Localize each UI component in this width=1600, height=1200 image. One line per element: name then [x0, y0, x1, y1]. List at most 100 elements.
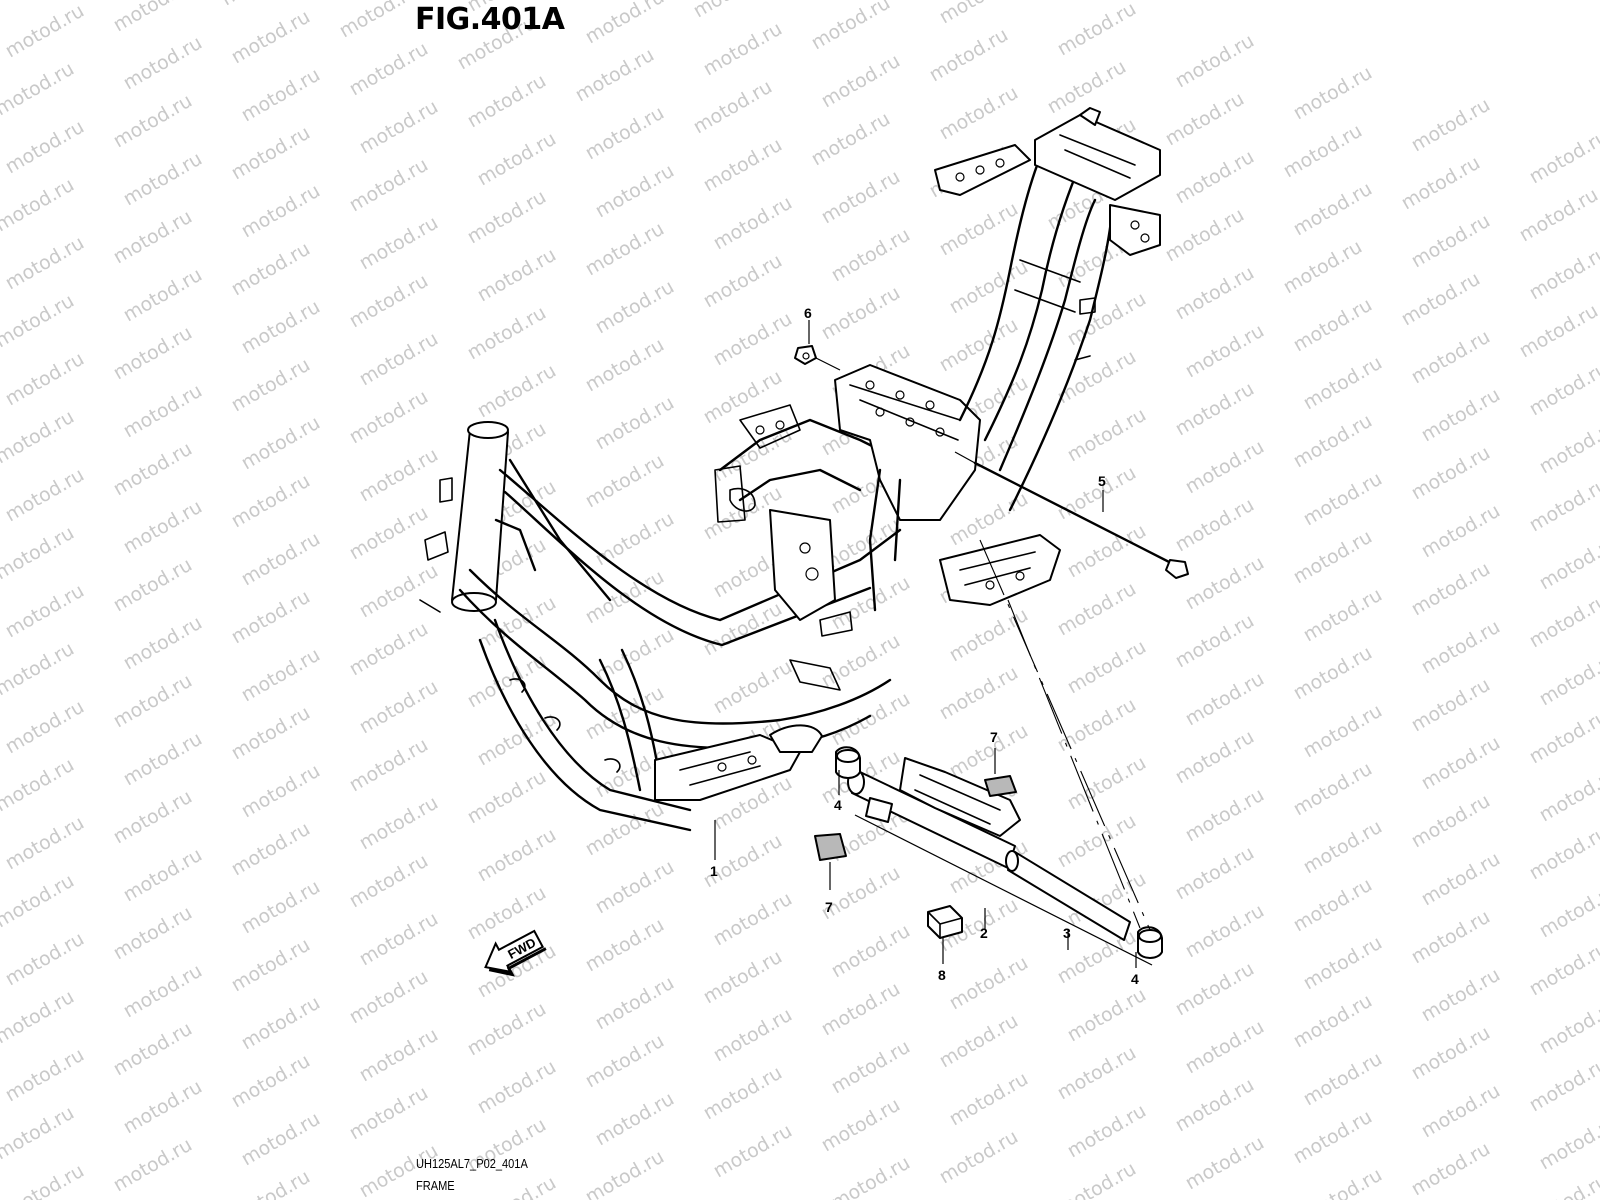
watermark-text: motod.ru — [120, 612, 206, 675]
watermark-text: motod.ru — [346, 966, 432, 1029]
watermark-text: motod.ru — [0, 870, 78, 933]
watermark-text: motod.ru — [582, 682, 668, 745]
callout-3: 3 — [1063, 925, 1071, 941]
watermark-text: motod.ru — [2, 464, 88, 527]
watermark-text: motod.ru — [1054, 578, 1140, 641]
watermark-text: motod.ru — [1290, 990, 1376, 1053]
watermark-text: motod.ru — [464, 302, 550, 365]
watermark-text: motod.ru — [1290, 758, 1376, 821]
watermark-text: motod.ru — [1054, 810, 1140, 873]
watermark-text: motod.ru — [228, 586, 314, 649]
watermark-text: motod.ru — [2, 0, 88, 62]
watermark-text: motod.ru — [346, 850, 432, 913]
watermark-text: motod.ru — [2, 928, 88, 991]
watermark-text: motod.ru — [592, 160, 678, 223]
watermark-text: motod.ru — [828, 224, 914, 287]
watermark-text: motod.ru — [1064, 636, 1150, 699]
watermark-text: motod.ru — [228, 354, 314, 417]
watermark-text: motod.ru — [0, 406, 78, 469]
watermark-text: motod.ru — [582, 914, 668, 977]
watermark-text: motod.ru — [228, 1166, 314, 1200]
watermark-text: motod.ru — [1526, 938, 1600, 1001]
watermark-text: motod.ru — [1516, 300, 1600, 363]
watermark-text: motod.ru — [946, 1068, 1032, 1131]
watermark-text: motod.ru — [1172, 262, 1258, 325]
watermark-text: motod.ru — [690, 0, 776, 22]
watermark-text: motod.ru — [1418, 1080, 1504, 1143]
watermark-text: motod.ru — [828, 1036, 914, 1099]
watermark-text: motod.ru — [936, 1126, 1022, 1189]
watermark-text: motod.ru — [110, 206, 196, 269]
watermark-text: motod.ru — [828, 920, 914, 983]
watermark-text: motod.ru — [2, 696, 88, 759]
main-frame-drawing — [419, 107, 1161, 832]
watermark-text: motod.ru — [228, 1050, 314, 1113]
watermark-text: motod.ru — [936, 0, 1022, 28]
watermark-text: motod.ru — [238, 296, 324, 359]
watermark-text: motod.ru — [582, 102, 668, 165]
watermark-text: motod.ru — [110, 322, 196, 385]
watermark-text: motod.ru — [110, 1018, 196, 1081]
watermark-text: motod.ru — [710, 1120, 796, 1183]
watermark-text: motod.ru — [700, 830, 786, 893]
watermark-text: motod.ru — [1526, 358, 1600, 421]
watermark-text: motod.ru — [228, 702, 314, 765]
watermark-text: motod.ru — [120, 728, 206, 791]
watermark-text: motod.ru — [346, 734, 432, 797]
watermark-text: motod.ru — [1526, 474, 1600, 537]
watermark-text: motod.ru — [120, 1076, 206, 1139]
watermark-text: motod.ru — [120, 380, 206, 443]
callout-1: 1 — [710, 863, 718, 879]
watermark-text: motod.ru — [1408, 210, 1494, 273]
callout-7-lower: 7 — [825, 899, 833, 915]
watermark-text: motod.ru — [1290, 178, 1376, 241]
watermark-text: motod.ru — [2, 1160, 88, 1200]
watermark-text: motod.ru — [1398, 268, 1484, 331]
watermark-text: motod.ru — [818, 166, 904, 229]
watermark-text: motod.ru — [1408, 94, 1494, 157]
watermark-text: motod.ru — [828, 1152, 914, 1200]
watermark-text: motod.ru — [926, 24, 1012, 87]
watermark-text: motod.ru — [936, 662, 1022, 725]
watermark-text: motod.ru — [1172, 30, 1258, 93]
watermark-text: motod.ru — [1182, 552, 1268, 615]
watermark-text: motod.ru — [818, 1094, 904, 1157]
watermark-text: motod.ru — [1162, 88, 1248, 151]
watermark-text: motod.ru — [1398, 152, 1484, 215]
watermark-text: motod.ru — [1408, 326, 1494, 389]
watermark-text: motod.ru — [946, 256, 1032, 319]
watermark-text: motod.ru — [238, 64, 324, 127]
watermark-text: motod.ru — [1064, 1100, 1150, 1163]
watermark-text: motod.ru — [464, 766, 550, 829]
watermark-text: motod.ru — [110, 0, 196, 36]
watermark-text: motod.ru — [1064, 288, 1150, 351]
watermark-text: motod.ru — [356, 676, 442, 739]
watermark-text: motod.ru — [582, 334, 668, 397]
watermark-text: motod.ru — [228, 238, 314, 301]
watermark-text: motod.ru — [818, 978, 904, 1041]
watermark-text: motod.ru — [1182, 1016, 1268, 1079]
watermark-text: motod.ru — [110, 902, 196, 965]
watermark-text: motod.ru — [474, 824, 560, 887]
watermark-text: motod.ru — [1408, 1138, 1494, 1200]
watermark-text: motod.ru — [936, 314, 1022, 377]
watermark-text: motod.ru — [828, 688, 914, 751]
watermark-text: motod.ru — [1290, 1106, 1376, 1169]
watermark-text: motod.ru — [238, 528, 324, 591]
watermark-text: motod.ru — [1536, 532, 1600, 595]
watermark-text: motod.ru — [474, 244, 560, 307]
watermark-text: motod.ru — [1182, 1132, 1268, 1195]
watermark-text: motod.ru — [592, 972, 678, 1035]
watermark-text: motod.ru — [1172, 610, 1258, 673]
watermark-text: motod.ru — [700, 134, 786, 197]
watermark-text: motod.ru — [1064, 404, 1150, 467]
watermark-text: motod.ru — [228, 934, 314, 997]
watermark-text: motod.ru — [1290, 874, 1376, 937]
callout-2: 2 — [980, 925, 988, 941]
watermark-text: motod.ru — [238, 180, 324, 243]
watermark-text: motod.ru — [1064, 984, 1150, 1047]
callout-8: 8 — [938, 967, 946, 983]
watermark-text: motod.ru — [1536, 1112, 1600, 1175]
watermark-text: motod.ru — [582, 1146, 668, 1200]
